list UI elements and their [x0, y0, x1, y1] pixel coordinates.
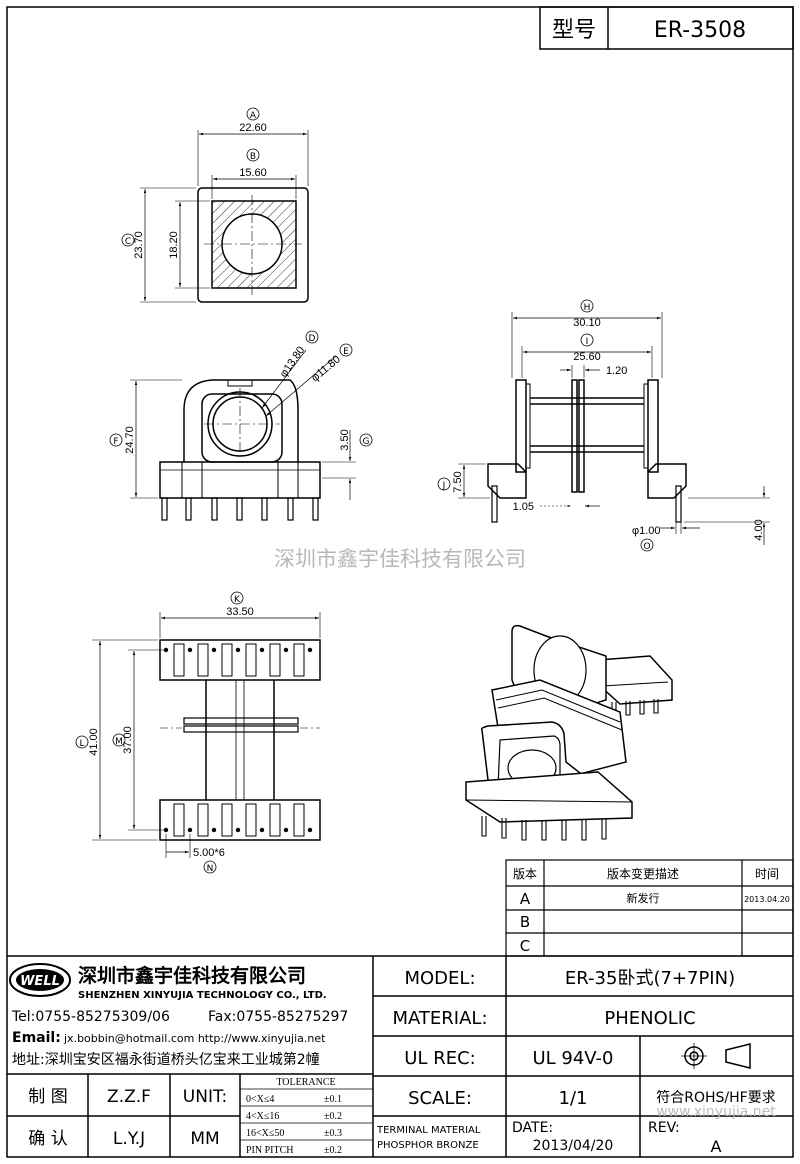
check-label: 确 认 [28, 1129, 67, 1149]
dim-N-value: 5.00*6 [193, 847, 225, 859]
dim-I-value: 25.60 [573, 351, 601, 363]
dim-M-value: 37.00 [122, 726, 134, 754]
header-model-box: 型号 ER-3508 [539, 6, 794, 50]
date-label: DATE: [512, 1120, 553, 1136]
rev-value: A [711, 1137, 722, 1156]
rev-row-ver: A [520, 890, 531, 908]
title-block [7, 955, 793, 1157]
date-value: 2013/04/20 [533, 1138, 614, 1154]
tolerance-value: ±0.1 [324, 1094, 342, 1105]
dim-D-value: φ13.80 [278, 344, 308, 379]
dim-120-value: 1.20 [606, 365, 627, 377]
dim-G-letter: G [363, 437, 370, 447]
dim-H-value: 30.10 [573, 317, 601, 329]
company-logo: WELL [9, 963, 71, 997]
model-value: ER-35卧式(7+7PIN) [565, 968, 735, 989]
scale-label: SCALE: [408, 1088, 472, 1109]
scale-value: 1/1 [559, 1088, 588, 1109]
rev-header-ver: 版本 [513, 867, 537, 881]
isometric-view [465, 624, 673, 841]
dim-O-value: φ1.00 [632, 525, 661, 537]
rev-label: REV: [648, 1120, 680, 1136]
dim-H-letter: H [584, 303, 591, 313]
dim-F-value: 24.70 [124, 426, 136, 454]
rohs-note: 符合ROHS/HF要求 [656, 1090, 775, 1106]
company-name-en: SHENZHEN XINYUJIA TECHNOLOGY CO., LTD. [78, 990, 327, 1001]
dim-L-value: 41.00 [88, 728, 100, 756]
material-label: MATERIAL: [392, 1008, 487, 1029]
company-address: 地址:深圳宝安区福永街道桥头亿宝来工业城第2幢 [12, 1051, 320, 1068]
watermark-company: 深圳市鑫宇佳科技有限公司 [274, 547, 526, 571]
tolerance-range: 4<X≤16 [246, 1111, 279, 1122]
ulrec-value: UL 94V-0 [532, 1048, 613, 1069]
terminal-material-line1: TERMINAL MATERIAL [376, 1125, 481, 1136]
dim-1820-value: 18.20 [168, 231, 180, 259]
rev-header-date: 时间 [755, 867, 779, 881]
tolerance-value: ±0.3 [324, 1128, 342, 1139]
logo-text: WELL [20, 974, 60, 989]
terminal-material-line2: PHOSPHOR BRONZE [377, 1140, 479, 1151]
front-view [109, 330, 373, 521]
check-value: L.Y.J [113, 1129, 145, 1149]
dim-D-letter: D [309, 334, 316, 344]
watermark-url: www.xinyujia.net [656, 1104, 776, 1120]
dim-F-letter: F [113, 437, 118, 447]
tolerance-range: 0<X≤4 [246, 1094, 274, 1105]
tolerance-title: TOLERANCE [276, 1077, 335, 1088]
rev-row-desc: 新发行 [627, 891, 660, 905]
draw-value: Z.Z.F [107, 1087, 151, 1107]
rev-row-ver: B [520, 913, 530, 931]
dim-400-value: 4.00 [753, 519, 765, 540]
company-email-label: Email: [12, 1030, 61, 1046]
tolerance-value: ±0.2 [324, 1145, 342, 1156]
dim-G-value: 3.50 [339, 429, 351, 450]
company-email: jx.bobbin@hotmail.com http://www.xinyuji… [63, 1032, 326, 1045]
dim-C-letter: C [125, 237, 131, 247]
rev-header-desc: 版本变更描述 [607, 866, 679, 881]
dim-E-value: φ11.80 [309, 353, 343, 384]
dim-J-letter: J [442, 481, 446, 491]
dim-N-letter: N [207, 864, 214, 874]
material-value: PHENOLIC [604, 1008, 695, 1029]
dim-105-value: 1.05 [513, 501, 534, 513]
dim-K-value: 33.50 [226, 606, 254, 618]
dim-L-letter: L [79, 739, 84, 749]
tolerance-value: ±0.2 [324, 1111, 342, 1122]
header-model-value: ER-3508 [654, 18, 746, 43]
company-name-cn: 深圳市鑫宇佳科技有限公司 [78, 964, 306, 987]
dim-O-letter: O [643, 542, 650, 552]
header-model-label: 型号 [552, 18, 596, 43]
projection-symbol [681, 1043, 751, 1069]
company-tel: Tel:0755-85275309/06 [11, 1009, 170, 1025]
dim-I-letter: I [586, 337, 589, 347]
tolerance-range: 16<X≤50 [246, 1128, 284, 1139]
rev-row-date: 2013.04.20 [744, 895, 790, 904]
side-view [437, 299, 770, 552]
model-label: MODEL: [404, 968, 475, 989]
sheet-border [6, 6, 794, 1158]
dim-B-letter: B [250, 152, 256, 162]
dim-K-letter: K [234, 595, 241, 605]
unit-label: UNIT: [183, 1087, 227, 1107]
dim-B-value: 15.60 [239, 167, 267, 179]
draw-label: 制 图 [28, 1087, 67, 1107]
dim-C-value: 23.70 [133, 231, 145, 259]
dim-M-letter: M [115, 737, 123, 747]
dim-E-letter: E [343, 347, 349, 357]
dim-A-letter: A [250, 111, 257, 121]
rev-row-ver: C [520, 937, 530, 955]
tolerance-range: PIN PITCH [246, 1145, 294, 1156]
bottom-view [75, 591, 321, 874]
ulrec-label: UL REC: [404, 1048, 475, 1069]
dim-A-value: 22.60 [239, 122, 267, 134]
dim-J-value: 7.50 [452, 471, 464, 492]
company-fax: Fax:0755-85275297 [208, 1009, 348, 1025]
top-view [121, 107, 309, 303]
unit-value: MM [190, 1129, 219, 1149]
